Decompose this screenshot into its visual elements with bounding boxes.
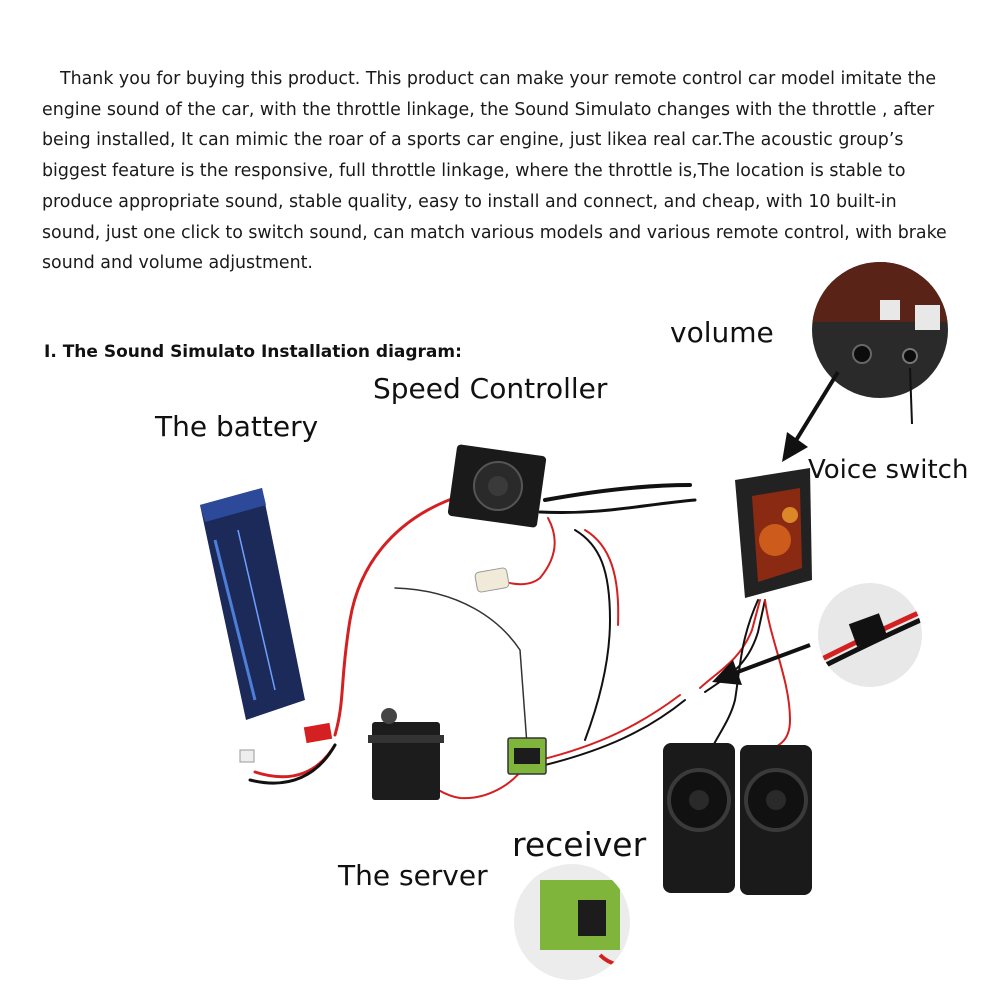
voice-switch-button-icon xyxy=(902,348,918,364)
intro-paragraph: Thank you for buying this product. This … xyxy=(42,69,947,274)
speed-controller xyxy=(447,444,547,528)
label-voice-switch: Voice switch xyxy=(808,455,968,485)
speakers xyxy=(663,743,812,895)
connector-inset xyxy=(818,583,922,687)
arrow-head-icon xyxy=(712,660,742,685)
volume-knob-icon xyxy=(852,344,872,364)
label-server: The server xyxy=(337,859,488,892)
sound-module xyxy=(735,468,812,598)
arrows xyxy=(712,367,913,685)
label-battery: The battery xyxy=(154,410,318,443)
servo xyxy=(368,708,444,800)
diagram-heading: I. The Sound Simulato Installation diagr… xyxy=(44,342,462,362)
label-speed-controller: Speed Controller xyxy=(373,372,608,405)
label-receiver: receiver xyxy=(512,825,647,864)
receiver-inset xyxy=(514,864,630,980)
battery xyxy=(200,488,333,763)
receiver xyxy=(507,737,547,775)
esc-switch xyxy=(474,567,510,593)
label-volume: volume xyxy=(670,316,774,349)
volume-inset xyxy=(812,262,948,398)
arrow-head-icon xyxy=(782,432,808,462)
